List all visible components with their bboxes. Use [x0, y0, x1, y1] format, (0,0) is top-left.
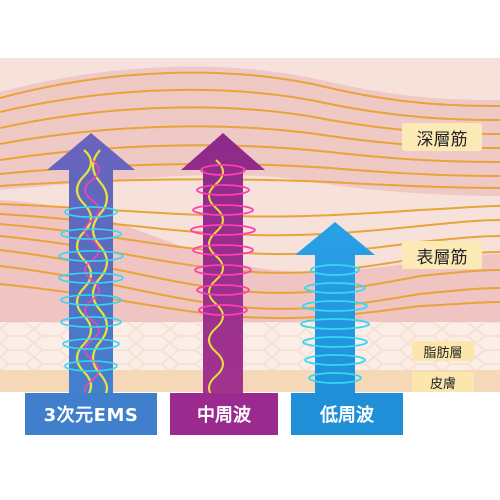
superficial-fascia-label: 表層筋: [402, 241, 482, 269]
ems-3d-label: 3次元EMS: [25, 393, 157, 435]
skin-label: 皮膚: [412, 372, 474, 392]
low-frequency-label: 低周波: [291, 393, 403, 435]
fat-layer-label: 脂肪層: [412, 341, 474, 361]
mid-frequency-label: 中周波: [170, 393, 278, 435]
ems-arrow: [47, 133, 135, 410]
low-frequency-arrow: [295, 222, 375, 410]
mid-frequency-arrow: [181, 133, 265, 410]
deep-fascia-label: 深層筋: [402, 123, 482, 151]
skin-band: [0, 370, 500, 392]
